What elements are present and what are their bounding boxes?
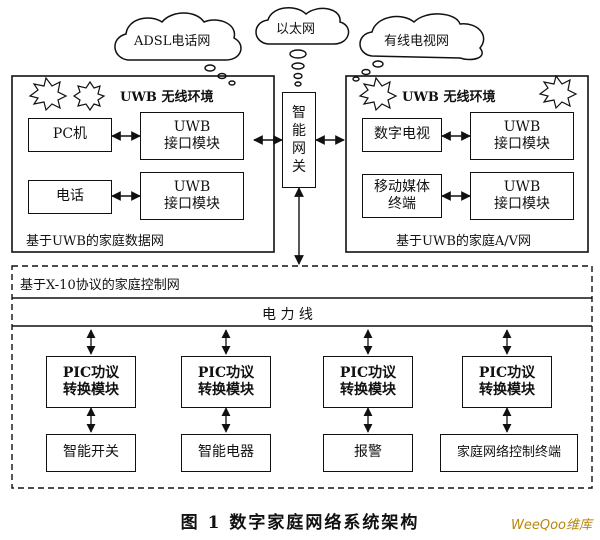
control-network-title: 基于X-10协议的家庭控制网 xyxy=(20,278,180,293)
cloud-adsl-label: ADSL电话网 xyxy=(134,34,211,49)
power-line-label: 电 力 线 xyxy=(262,307,313,323)
cloud-cable-tv-label: 有线电视网 xyxy=(384,34,450,49)
thought-dots-ethernet xyxy=(289,49,307,87)
starburst-left-b xyxy=(72,80,106,112)
cloud-cable-tv xyxy=(359,13,485,61)
left-panel-frame xyxy=(11,75,275,253)
starburst-right-a xyxy=(358,76,398,112)
device-smart-appliance: 智能电器 xyxy=(181,434,271,472)
right-panel-frame xyxy=(345,75,589,253)
right-uwb-module-1: UWB 接口模块 xyxy=(470,112,574,160)
left-uwb-module-1: UWB 接口模块 xyxy=(140,112,244,160)
smart-gateway: 智 能 网 关 xyxy=(282,92,316,188)
watermark: WeeQoo维库 xyxy=(511,518,592,533)
control-network-frame xyxy=(11,265,593,489)
digital-tv-box: 数字电视 xyxy=(362,118,442,152)
right-env-title: UWB 无线环境 xyxy=(402,90,496,105)
right-panel-footer: 基于UWB的家庭A/V网 xyxy=(396,234,532,249)
phone-box: 电话 xyxy=(28,180,112,214)
pic-module-4: PIC功议 转换模块 xyxy=(462,356,552,408)
left-panel-footer: 基于UWB的家庭数据网 xyxy=(26,234,164,249)
control-column-arrows xyxy=(86,329,512,433)
cloud-ethernet-label: 以太网 xyxy=(276,22,316,37)
right-uwb-module-2: UWB 接口模块 xyxy=(470,172,574,220)
pic-module-2: PIC功议 转换模块 xyxy=(181,356,271,408)
thought-dots-adsl xyxy=(204,64,236,86)
device-alarm: 报警 xyxy=(323,434,413,472)
device-smart-switch: 智能开关 xyxy=(46,434,136,472)
thought-dots-cable xyxy=(352,60,384,82)
starburst-left-a xyxy=(28,76,68,112)
starburst-right-b xyxy=(538,74,578,110)
device-control-terminal: 家庭网络控制终端 xyxy=(440,434,578,472)
figure-caption: 图 1 数字家庭网络系统架构 xyxy=(180,513,420,533)
left-env-title: UWB 无线环境 xyxy=(120,90,214,105)
pc-box: PC机 xyxy=(28,118,112,152)
cloud-ethernet xyxy=(255,7,350,45)
pic-module-1: PIC功议 转换模块 xyxy=(46,356,136,408)
left-uwb-module-2: UWB 接口模块 xyxy=(140,172,244,220)
pic-module-3: PIC功议 转换模块 xyxy=(323,356,413,408)
cloud-adsl xyxy=(114,12,242,61)
mobile-media-box: 移动媒体 终端 xyxy=(362,174,442,218)
